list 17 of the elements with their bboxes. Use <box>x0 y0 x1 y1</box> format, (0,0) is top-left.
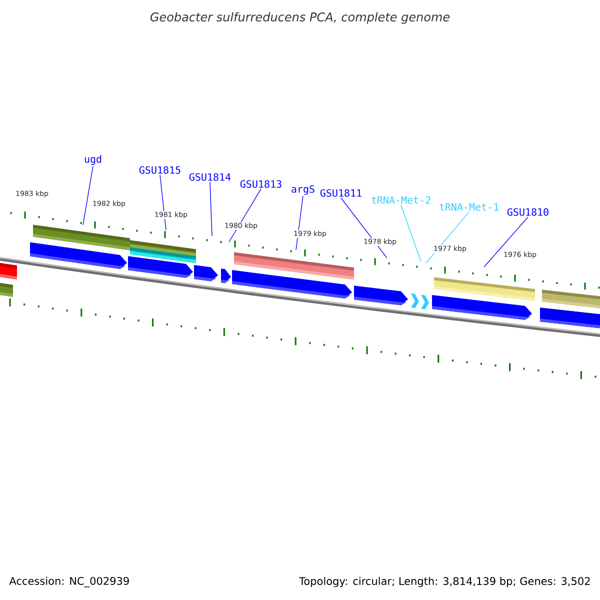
gene-label: GSU1811 <box>320 189 362 197</box>
leader-line <box>340 198 388 258</box>
gene-label: tRNA-Met-1 <box>440 203 498 211</box>
gene-label: ugd <box>84 155 102 165</box>
gene-label: GSU1810 <box>507 208 548 216</box>
leader-line <box>210 182 212 236</box>
leader-line <box>484 216 528 268</box>
accession-text: Accession: NC_002939 <box>9 576 129 588</box>
gene-label: GSU1814 <box>189 173 231 181</box>
gene-label: GSU1813 <box>240 180 282 188</box>
gene-label: GSU1815 <box>139 166 180 174</box>
gene-label: tRNA-Met-2 <box>372 196 430 204</box>
leader-line <box>400 204 422 262</box>
genome-info-text: Topology: circular; Length: 3,814,139 bp; Genes: 3,502 <box>299 576 590 588</box>
leader-line <box>82 166 94 226</box>
gene-label: argS <box>292 185 314 195</box>
title: Geobacter sulfurreducens PCA, complete genome <box>150 12 450 24</box>
